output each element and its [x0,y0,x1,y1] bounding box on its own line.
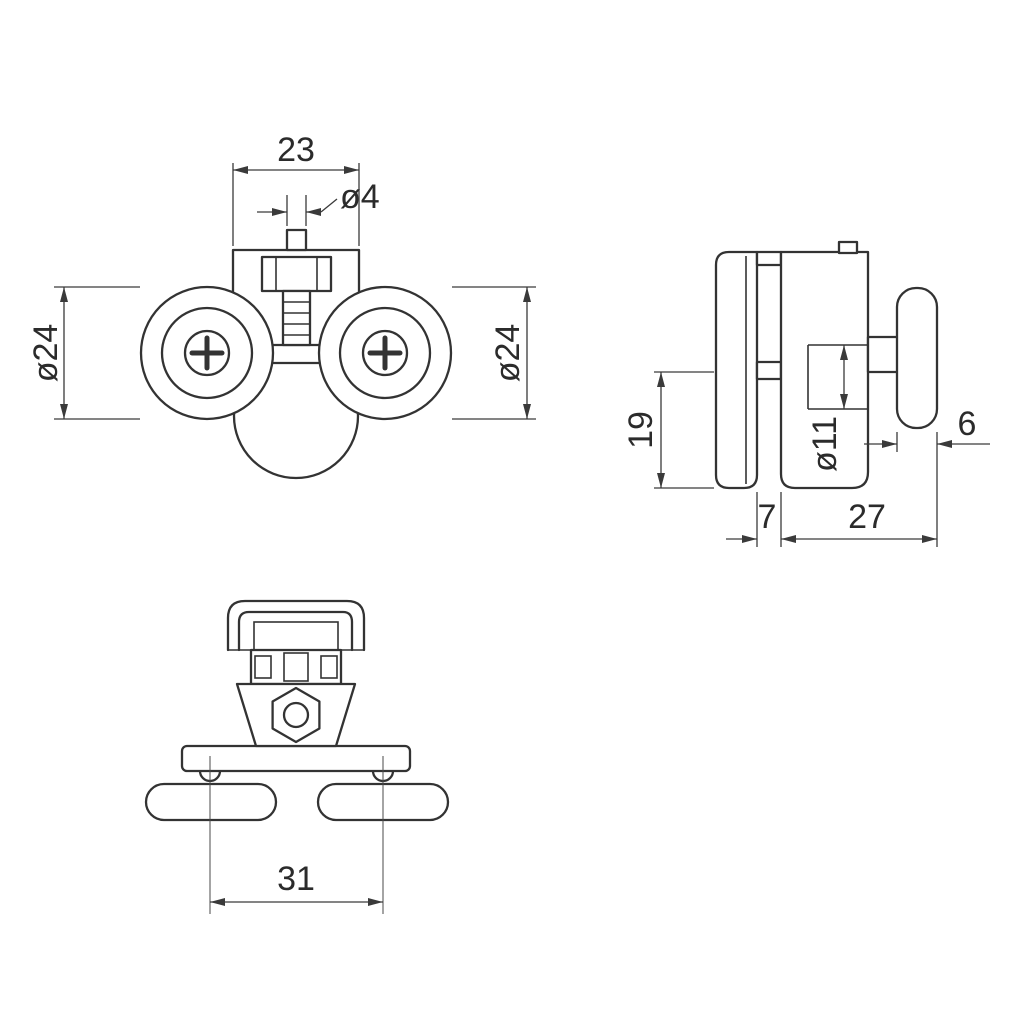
dimension-spacing-31: 31 [210,860,383,906]
back-plate [714,250,759,490]
handle-inner [237,610,354,652]
dimension-slot-and-body: 7 27 [726,492,937,547]
dim-label-spacing: 31 [277,860,315,898]
dim-label-wheel-left: ø24 [27,324,65,383]
adjuster-channel [281,289,312,347]
dimension-width-23: 23 [232,131,360,246]
mid-center [283,652,309,682]
dim-label-wheel-width: 6 [958,405,977,443]
left-wheel-rim [160,306,254,400]
left-roller-top [144,782,278,822]
mid-tab-left [254,655,272,679]
base-bar [180,744,412,773]
dim-label-width: 23 [277,131,315,169]
axle [866,335,901,374]
right-wheel-hub [361,329,409,377]
dim-label-body: 27 [848,498,886,536]
clamp-screw [755,360,783,381]
dim-label-bore: ø11 [806,416,844,472]
handle-block [253,621,339,651]
bottom-view: 31 [144,599,450,914]
dimension-depth-19: 19 [622,371,714,489]
leader-line [320,198,338,213]
dimension-right-wheel-dia: ø24 [452,286,536,420]
top-pin [285,228,308,252]
dim-label-pin: ø4 [340,178,380,216]
dimension-pin-dia: ø4 [257,178,380,226]
front-view: 23 ø4 ø24 ø24 [27,131,536,480]
dim-label-depth: 19 [622,411,660,449]
dimension-left-wheel-dia: ø24 [27,286,140,420]
right-wheel-rim [338,306,432,400]
dimension-wheel-width-6: 6 [864,405,990,547]
mid-tab-right [320,655,338,679]
side-view: 19 ø11 6 7 27 [622,240,990,547]
hex-nut-bottom [271,686,321,744]
left-wheel-hub [183,329,231,377]
mid-block [249,648,343,686]
handle-outer [226,599,366,652]
dim-label-slot: 7 [758,498,777,536]
dim-label-wheel-right: ø24 [489,324,527,383]
dimension-bore-dia: ø11 [806,345,848,472]
side-wheel [895,286,939,430]
hex-bore [282,701,310,729]
body-nipple [837,240,859,255]
main-body [779,250,870,490]
top-bridge [755,250,783,267]
